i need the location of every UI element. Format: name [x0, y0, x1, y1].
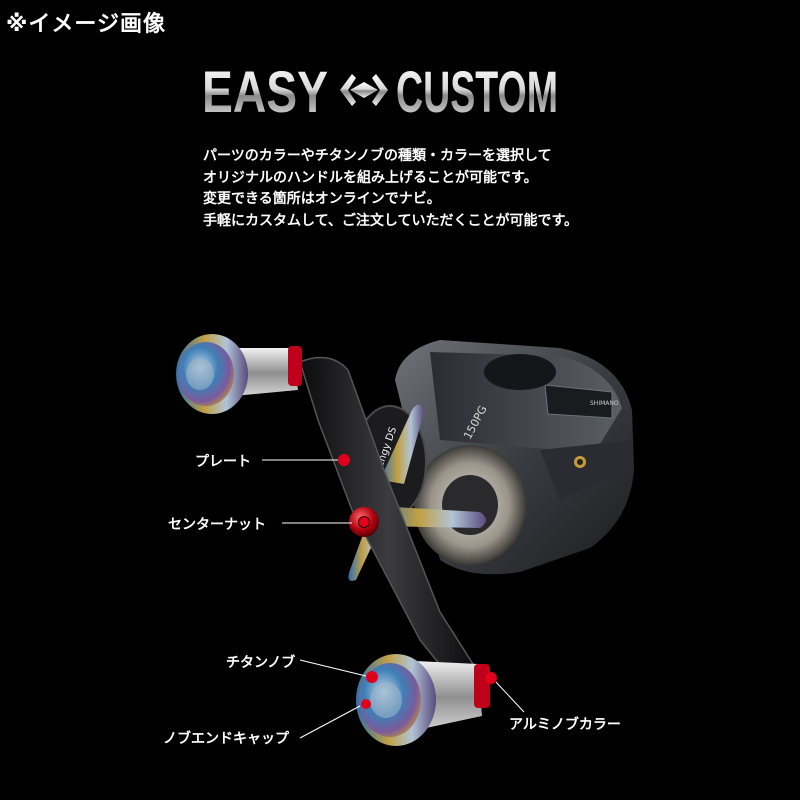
top-knob — [176, 334, 302, 414]
callout-lines — [262, 459, 525, 739]
callout-center-nut: センターナット — [168, 517, 266, 533]
center-nut-marker — [359, 517, 369, 527]
logo-right-text: CUSTOM — [396, 60, 558, 122]
description-line: 手軽にカスタムして、ご注文していただくことが可能です。 — [203, 212, 579, 229]
callout-plate: プレート — [195, 454, 251, 470]
callout-titanium-knob: チタンノブ — [226, 655, 296, 671]
titanium-knob-marker — [366, 671, 378, 683]
arrow-icon — [340, 74, 388, 106]
description-line: パーツのカラーやチタンノブの種類・カラーを選択して — [203, 148, 552, 164]
knob-end-cap-marker — [361, 699, 371, 709]
easy-custom-logo: EASY CUSTOM — [200, 58, 560, 125]
callout-aluminum-knob-collar: アルミノブカラー — [509, 717, 621, 733]
description: パーツのカラーやチタンノブの種類・カラーを選択して オリジナルのハンドルを組み上… — [203, 146, 723, 232]
plate-marker — [338, 454, 350, 466]
aluminum-knob-collar-marker — [485, 672, 497, 684]
image-note: ※イメージ画像 — [6, 12, 166, 37]
description-line: 変更できる箇所はオンラインでナビ。 — [203, 191, 441, 207]
reel-body: 150PG SHIMANO — [395, 340, 634, 575]
logo-left-text: EASY — [202, 60, 328, 122]
callout-markers — [338, 454, 497, 709]
callout-knob-end-cap: ノブエンドキャップ — [163, 731, 289, 747]
brand-marking: SHIMANO — [590, 400, 619, 407]
bottom-knob — [356, 654, 490, 746]
description-line: オリジナルのハンドルを組み上げることが可能です。 — [203, 169, 538, 186]
